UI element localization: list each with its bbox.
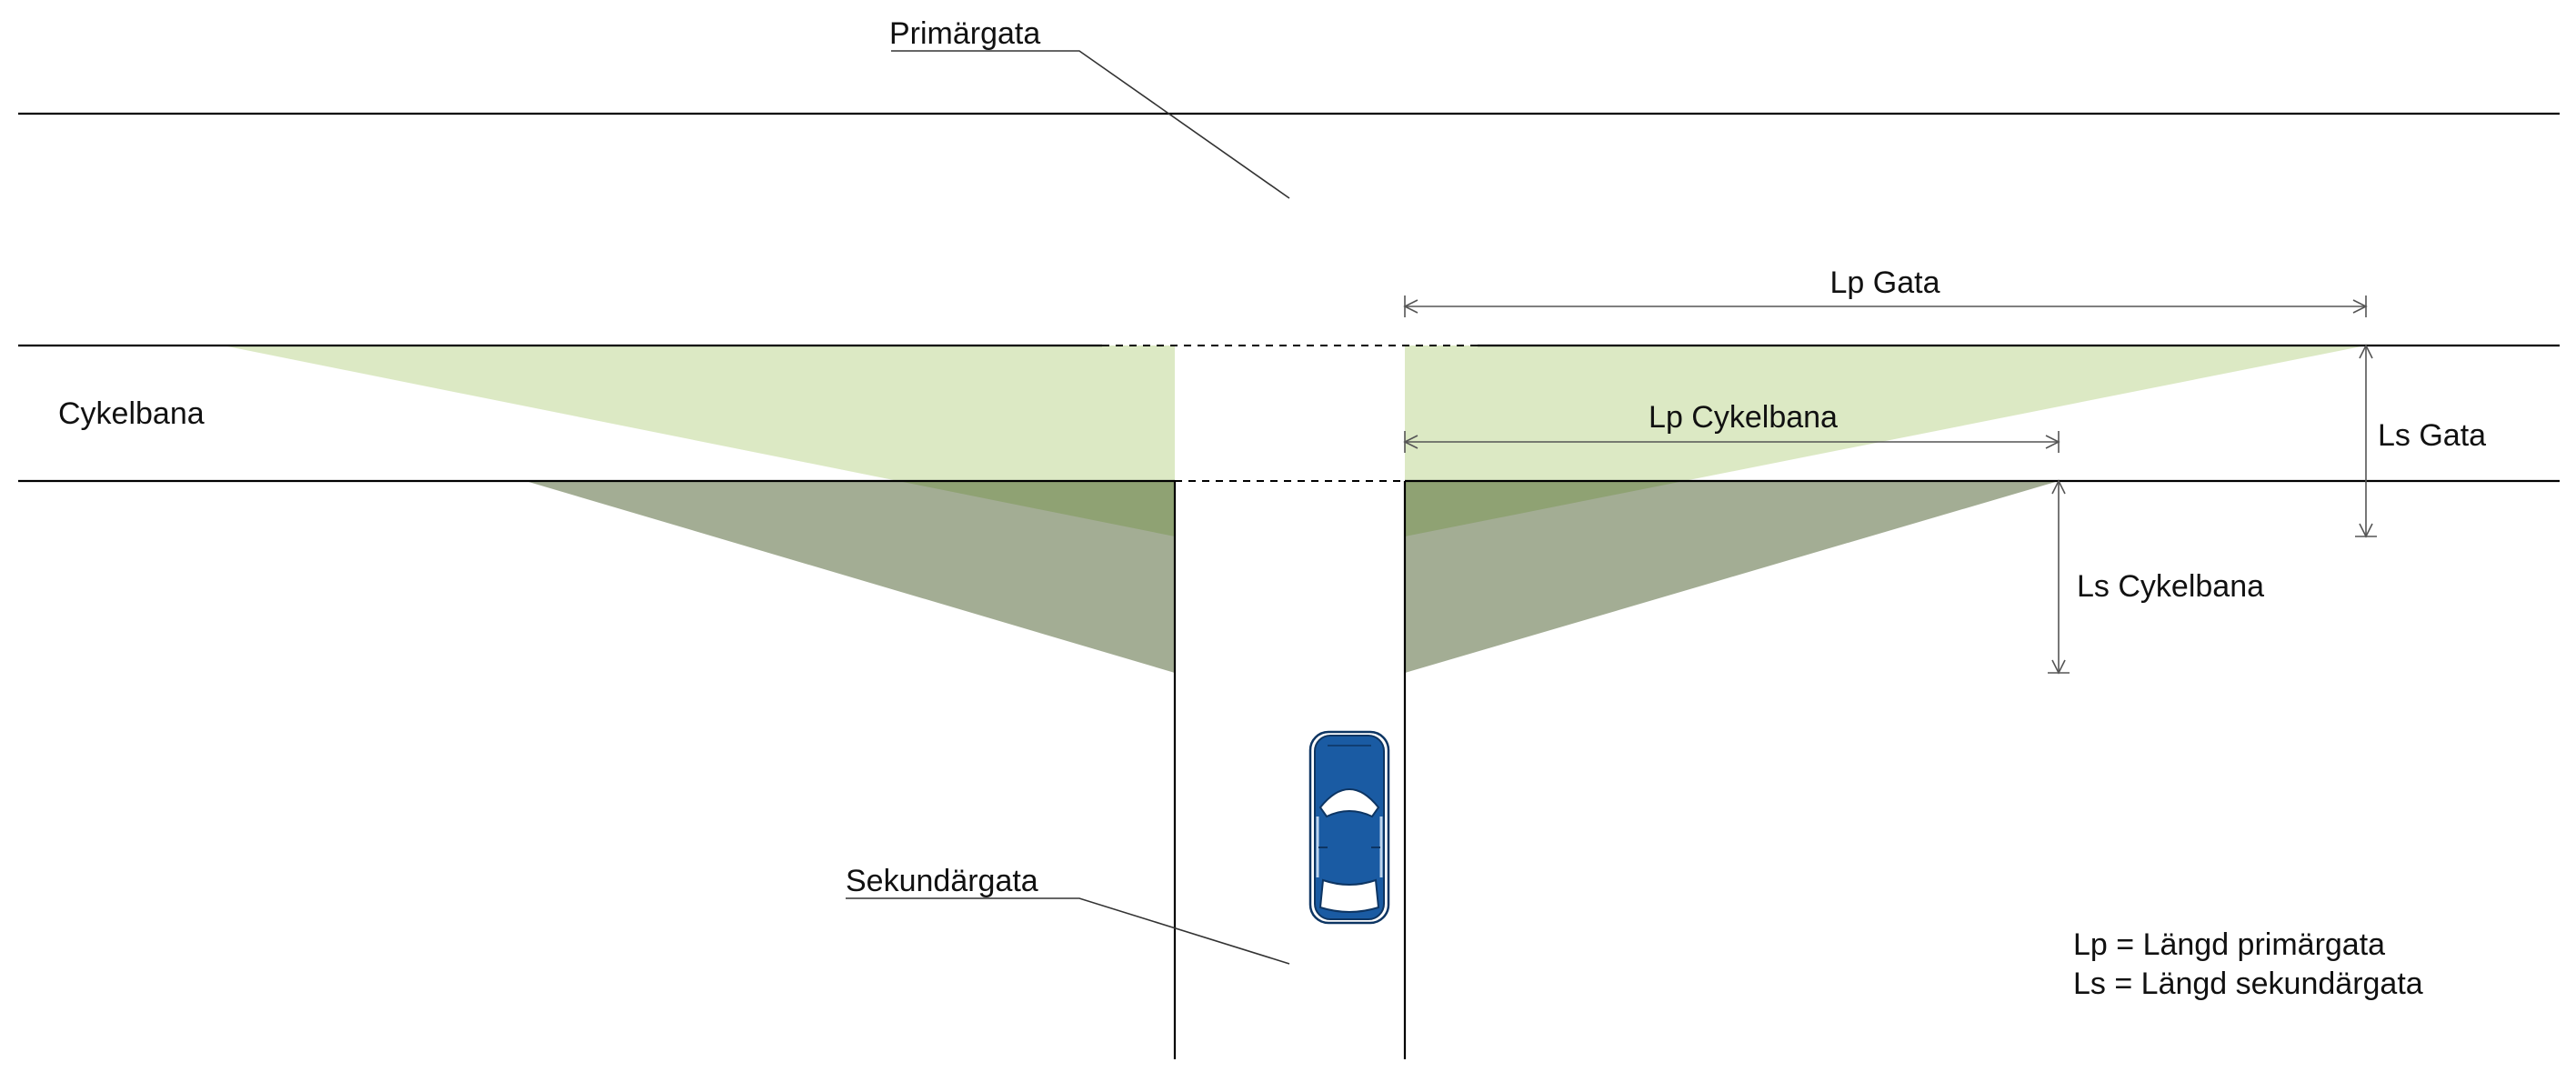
lp-street-label: Lp Gata [1830, 265, 1940, 300]
primary-street-label: Primärgata [889, 16, 1040, 51]
lp-cycle-dimension [1403, 431, 2060, 453]
ls-cycle-dimension [2048, 479, 2070, 675]
leader-lines [846, 50, 1290, 965]
sight-area-cycle-left [526, 481, 1175, 673]
ls-street-dimension [2355, 344, 2377, 538]
legend-ls: Ls = Längd sekundärgata [2073, 967, 2423, 1001]
secondary-street-leader [846, 897, 1290, 965]
lp-street-dimension [1403, 296, 2368, 317]
crossing-dashed-lines [1102, 345, 1478, 482]
lp-cycle-label: Lp Cykelbana [1649, 400, 1838, 435]
cycle-path-label: Cykelbana [58, 396, 205, 431]
ls-cycle-label: Ls Cykelbana [2077, 569, 2264, 604]
dimension-lines [1403, 296, 2377, 675]
secondary-street-label: Sekundärgata [846, 864, 1038, 898]
sight-area-cycle-right [1405, 481, 2059, 673]
sight-areas [223, 346, 2366, 673]
road-lines [18, 112, 2560, 1059]
legend-lp: Lp = Längd primärgata [2073, 927, 2385, 962]
primary-street-leader [891, 50, 1290, 199]
ls-street-label: Ls Gata [2378, 418, 2486, 453]
car-icon [1308, 730, 1390, 925]
